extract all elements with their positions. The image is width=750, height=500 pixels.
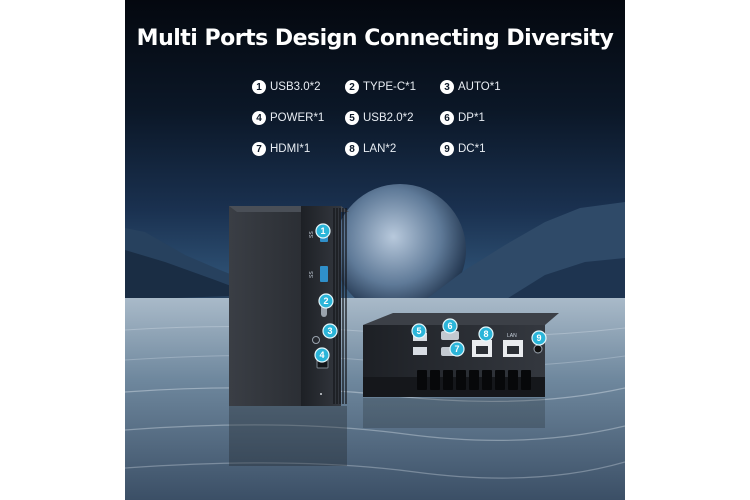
spec-label: USB3.0*2	[270, 81, 321, 93]
spec-label: HDMI*1	[270, 143, 311, 155]
spec-number: 9	[440, 142, 454, 156]
callout-marker-7: 7	[449, 341, 465, 357]
callout-marker-5: 5	[411, 323, 427, 339]
poster-title: Multi Ports Design Connecting Diversity	[136, 26, 614, 51]
spec-item-2: 2 TYPE-C*1	[345, 80, 416, 94]
spec-item-8: 8 LAN*2	[345, 142, 396, 156]
spec-number: 3	[440, 80, 454, 94]
spec-number: 5	[345, 111, 359, 125]
usb3-label: SS	[309, 231, 315, 238]
svg-text:6: 6	[447, 321, 452, 331]
spec-label: TYPE-C*1	[363, 81, 417, 93]
spec-number: 1	[252, 80, 266, 94]
spec-item-1: 1 USB3.0*2	[252, 80, 321, 94]
callout-marker-8: 8	[478, 326, 494, 342]
svg-text:2: 2	[323, 296, 328, 306]
spec-label: AUTO*1	[458, 81, 501, 93]
spec-number: 6	[440, 111, 454, 125]
spec-number: 8	[345, 142, 359, 156]
spec-item-9: 9 DC*1	[440, 142, 485, 156]
usb2-port	[413, 347, 427, 355]
lan-port-label: LAN	[507, 333, 517, 339]
svg-text:8: 8	[483, 329, 488, 339]
spec-item-7: 7 HDMI*1	[252, 142, 310, 156]
spec-label: DC*1	[458, 143, 486, 155]
dp-port	[441, 331, 459, 340]
usb3-label: SS	[309, 271, 315, 278]
spec-number: 4	[252, 111, 266, 125]
callout-marker-3: 3	[322, 323, 338, 339]
spec-item-4: 4 POWER*1	[252, 111, 324, 125]
dc-port	[533, 344, 543, 354]
spec-item-5: 5 USB2.0*2	[345, 111, 414, 125]
svg-text:4: 4	[319, 350, 324, 360]
callout-marker-9: 9	[531, 330, 547, 346]
svg-text:3: 3	[327, 326, 332, 336]
usb3-port	[320, 266, 328, 282]
spec-number: 7	[252, 142, 266, 156]
scene-illustration: LAN SS SS 1 2	[125, 184, 625, 500]
spec-label: USB2.0*2	[363, 112, 414, 124]
callout-marker-1: 1	[315, 223, 331, 239]
svg-text:5: 5	[416, 326, 421, 336]
svg-text:1: 1	[320, 226, 325, 236]
spec-item-6: 6 DP*1	[440, 111, 485, 125]
svg-text:7: 7	[454, 344, 459, 354]
spec-label: LAN*2	[363, 143, 397, 155]
callout-marker-6: 6	[442, 318, 458, 334]
audio-jack	[312, 336, 320, 344]
callout-marker-4: 4	[314, 347, 330, 363]
spec-number: 2	[345, 80, 359, 94]
callout-marker-2: 2	[318, 293, 334, 309]
svg-text:9: 9	[536, 333, 541, 343]
device-reflection	[229, 406, 347, 466]
spec-label: DP*1	[458, 112, 485, 124]
product-poster: Multi Ports Design Connecting Diversity …	[125, 0, 625, 500]
moon-illustration	[334, 184, 466, 316]
spec-label: POWER*1	[270, 112, 325, 124]
spec-item-3: 3 AUTO*1	[440, 80, 501, 94]
